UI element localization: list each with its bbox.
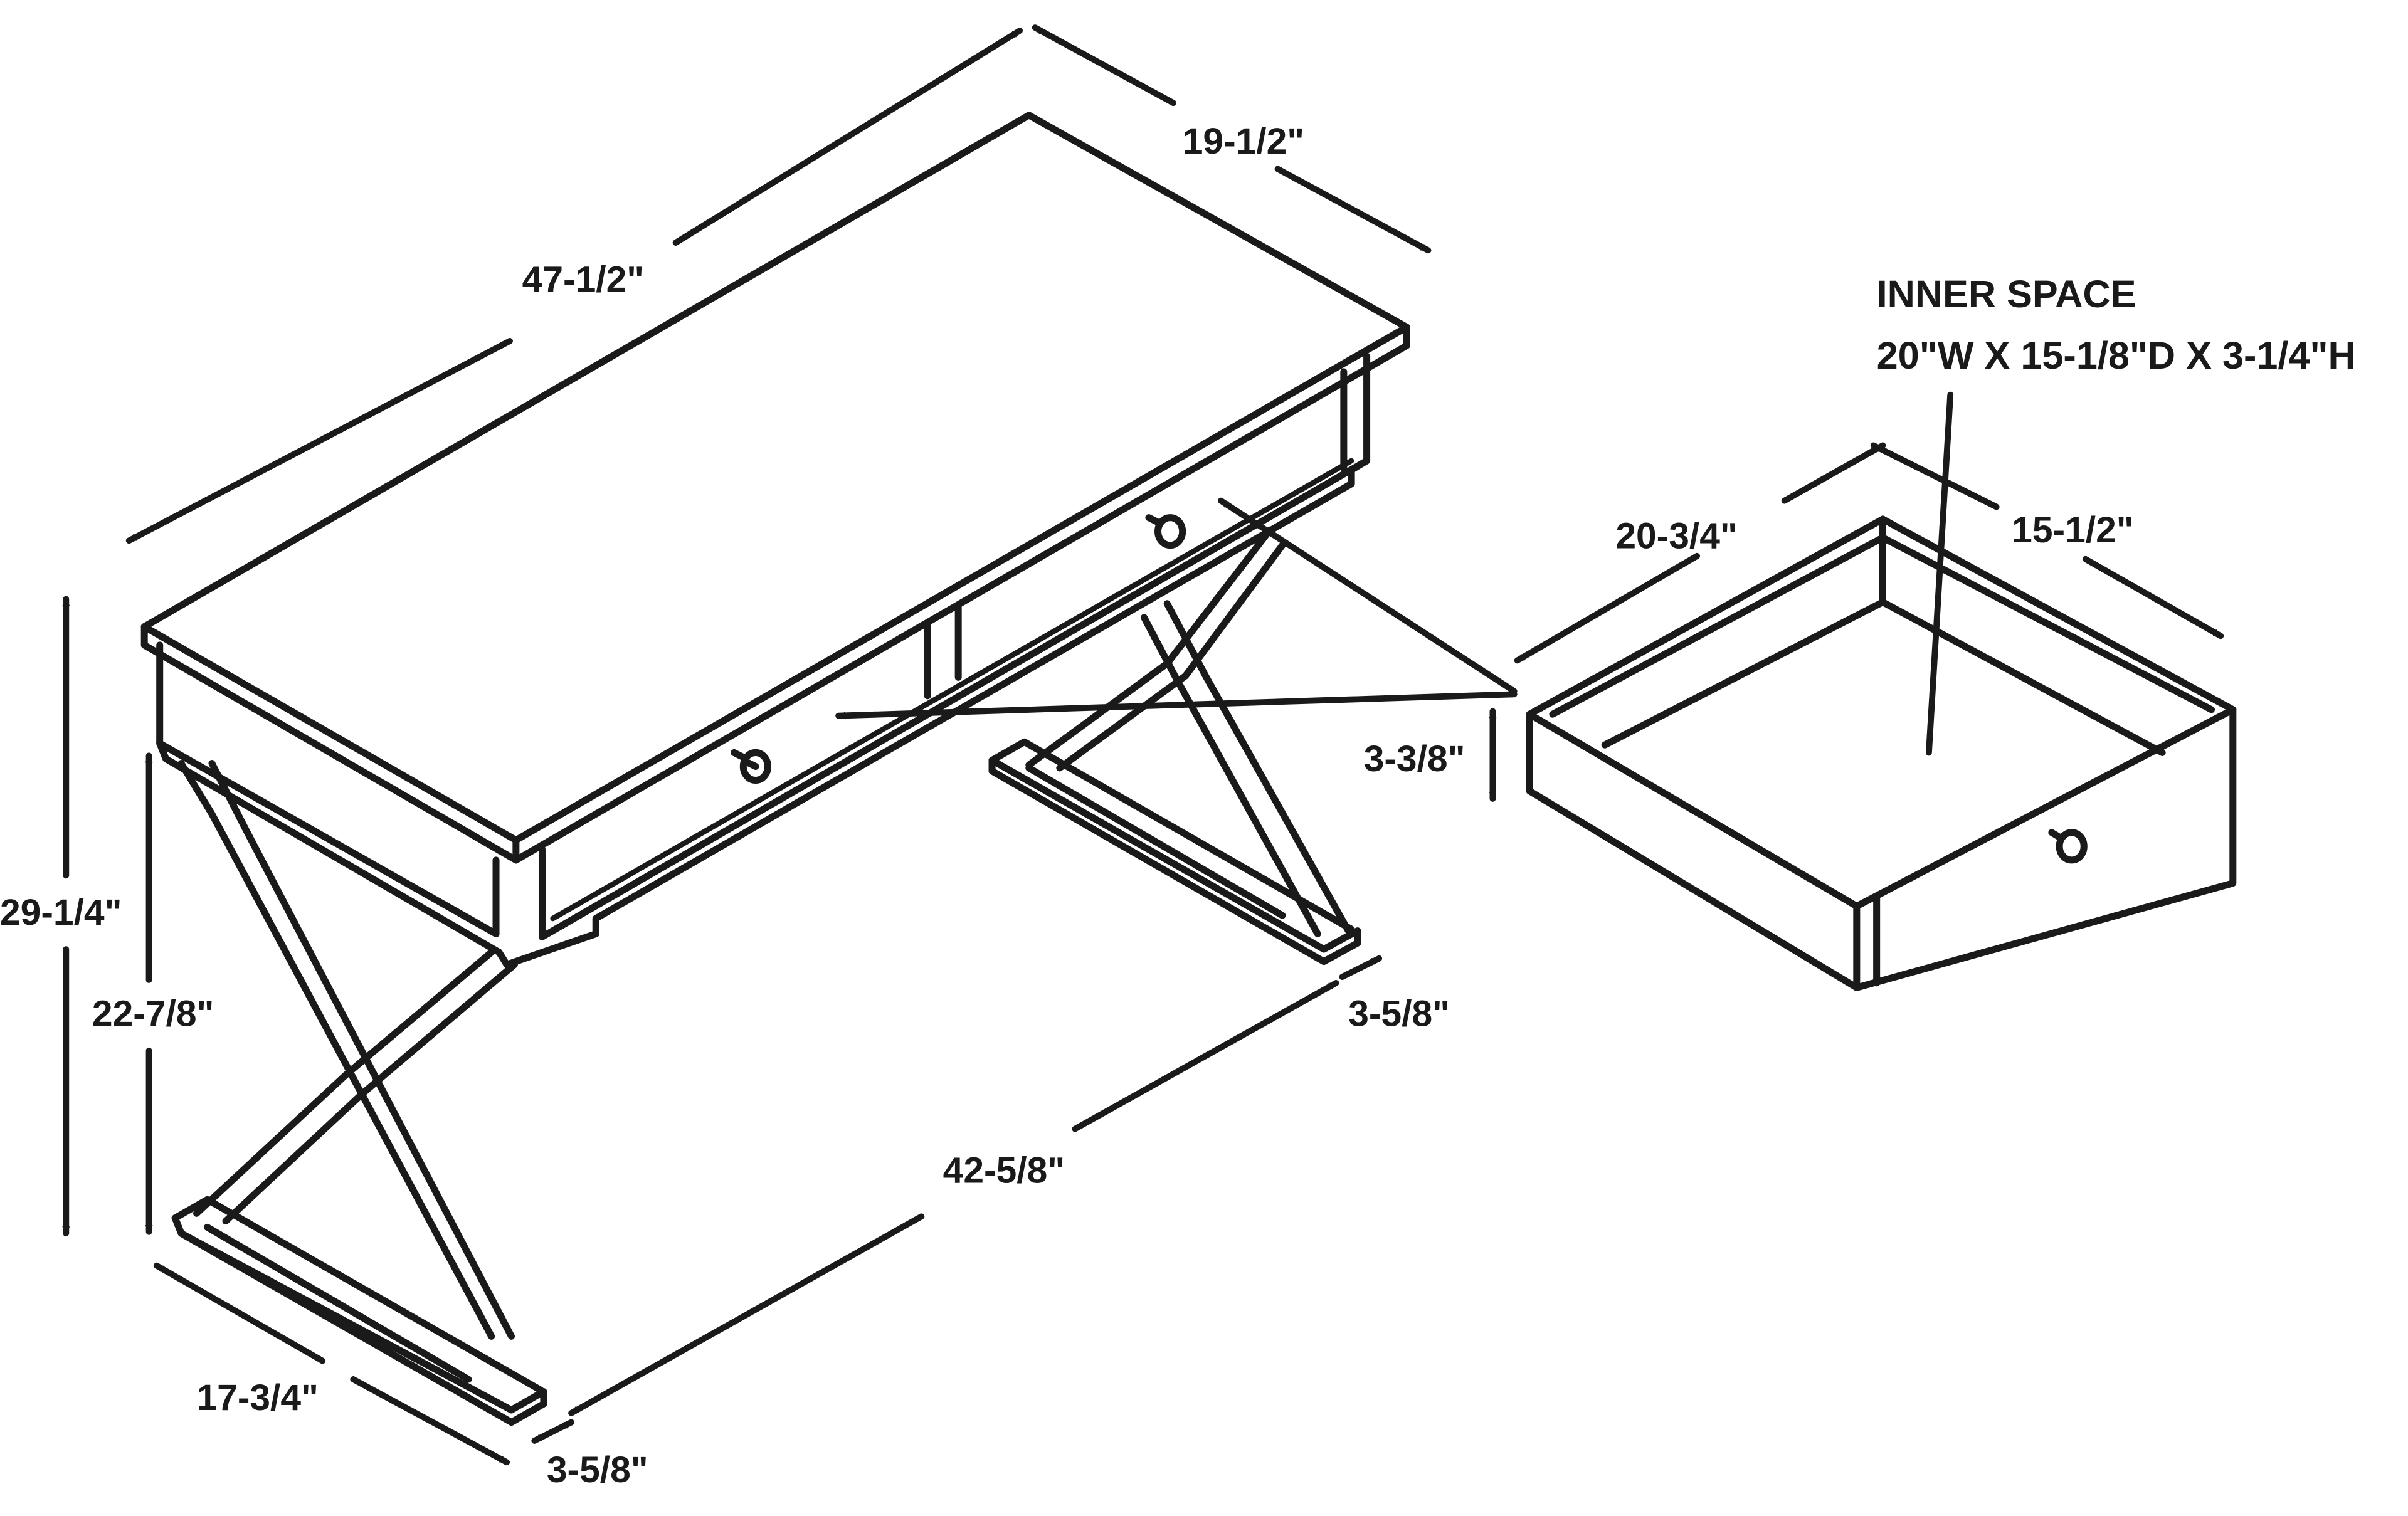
desk-knob-right (1145, 514, 1186, 549)
desk-leg-left (171, 760, 547, 1426)
dimension-labels: 19-1/2" 47-1/2" 29-1/4" 22-7/8" 42-5/8" … (0, 121, 2134, 1490)
label-drawer-width: 20-3/4" (1615, 516, 1737, 557)
desk-drawing (140, 112, 1410, 1426)
label-leg-clearance: 22-7/8" (92, 993, 214, 1034)
desk-top (140, 112, 1410, 864)
drawer-knob (2048, 829, 2088, 864)
label-top-depth: 19-1/2" (1183, 121, 1304, 162)
label-total-height: 29-1/4" (0, 892, 122, 933)
inner-space-size: 20"W X 15-1/8"D X 3-1/4"H (1877, 334, 2356, 377)
label-drawer-depth: 15-1/2" (2012, 510, 2133, 550)
inner-space-callout: INNER SPACE 20"W X 15-1/8"D X 3-1/4"H (1877, 273, 2356, 377)
label-foot-width-right: 3-5/8" (1348, 993, 1450, 1034)
label-base-width: 42-5/8" (943, 1150, 1065, 1191)
label-drawer-height: 3-3/8" (1364, 739, 1465, 779)
desk-apron (156, 352, 1371, 969)
label-base-depth: 17-3/4" (196, 1377, 318, 1418)
drawer-callout-lines (835, 391, 1954, 756)
label-top-width: 47-1/2" (522, 259, 644, 300)
desk-knob-left (731, 749, 771, 784)
inner-space-title: INNER SPACE (1877, 273, 2136, 315)
dimension-lines (62, 24, 2224, 1466)
desk-leg-right (988, 526, 1361, 966)
drawer-drawing (1526, 515, 2237, 991)
label-foot-width-left: 3-5/8" (547, 1450, 648, 1490)
